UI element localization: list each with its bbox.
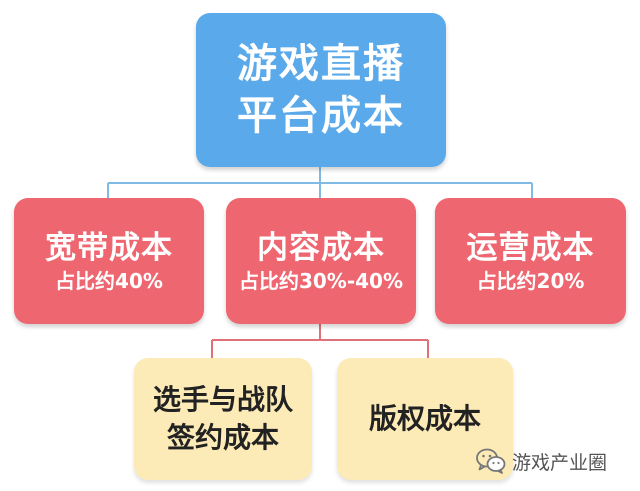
wechat-icon [476,448,506,474]
content-cost-share: 占比约30%-40% [238,269,404,293]
bandwidth-cost-title: 宽带成本 [45,230,173,266]
copyright-cost-node: 版权成本 [337,358,513,480]
content-cost-title: 内容成本 [257,230,385,266]
copyright-cost-title: 版权成本 [368,402,481,435]
operations-cost-share: 占比约20% [476,269,585,293]
root-node: 游戏直播 平台成本 [196,13,446,167]
watermark: 游戏产业圈 [476,446,607,476]
watermark-text: 游戏产业圈 [512,451,608,474]
content-cost-node: 内容成本 占比约30%-40% [226,198,416,324]
operations-cost-node: 运营成本 占比约20% [435,198,626,324]
root-title-line2: 平台成本 [237,93,405,139]
player-contract-cost-node: 选手与战队 签约成本 [134,358,312,480]
bandwidth-cost-node: 宽带成本 占比约40% [14,198,204,324]
bandwidth-cost-share: 占比约40% [55,269,163,293]
root-title-line1: 游戏直播 [237,41,405,87]
player-contract-line1: 选手与战队 [152,383,293,416]
operations-cost-title: 运营成本 [466,230,595,266]
player-contract-line2: 签约成本 [166,421,279,454]
